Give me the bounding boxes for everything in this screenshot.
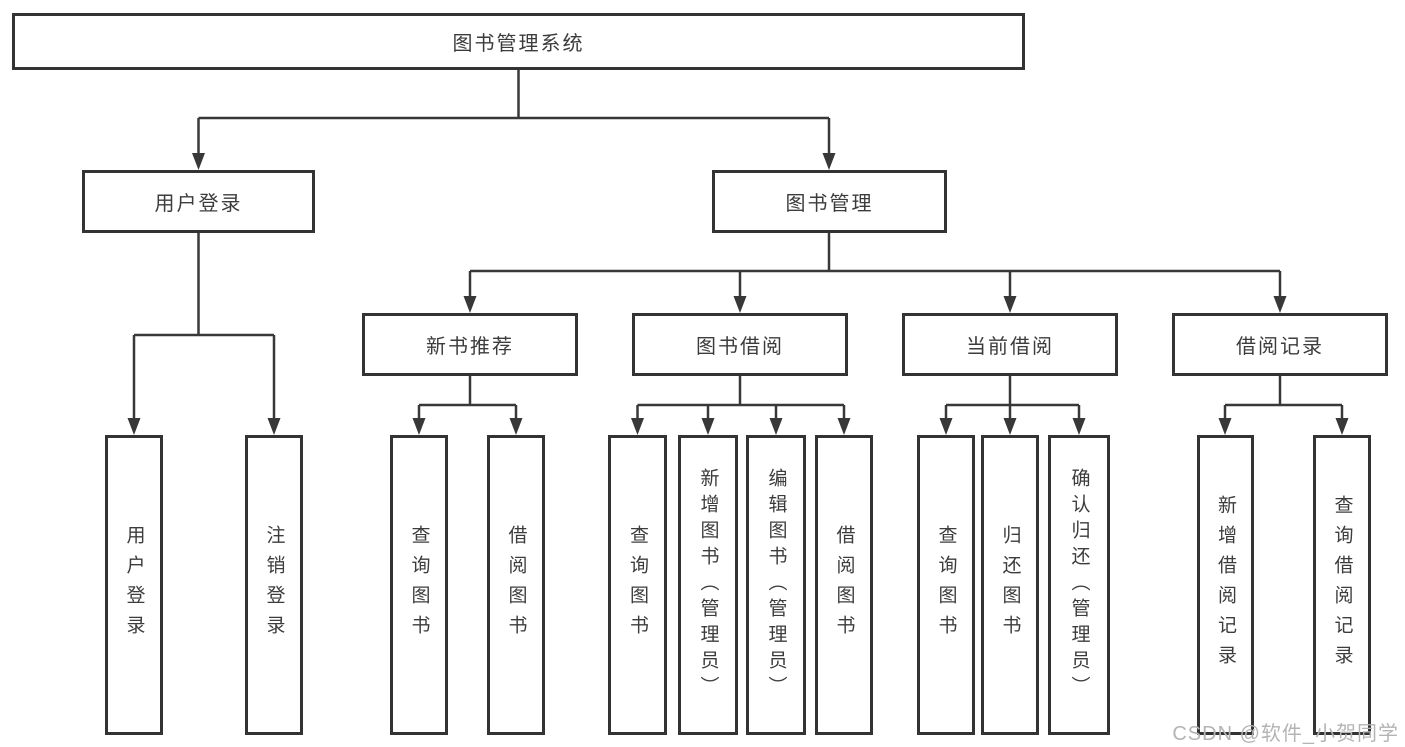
leaf-borrow-books-2-label: 借阅图书 [833, 525, 855, 645]
node-root: 图书管理系统 [12, 13, 1025, 70]
leaf-borrow-books-1-label: 借阅图书 [505, 525, 527, 645]
node-book-management-label: 图书管理 [785, 193, 874, 215]
leaf-logout-label: 注销登录 [263, 525, 285, 645]
leaf-query-borrow-record: 查询借阅记录 [1313, 435, 1371, 735]
leaf-logout: 注销登录 [245, 435, 303, 735]
leaf-query-books-3-label: 查询图书 [935, 525, 957, 645]
leaf-add-borrow-record-label: 新增借阅记录 [1215, 495, 1236, 675]
leaf-confirm-return-admin-label: 确认归还（管理员） [1068, 468, 1090, 702]
leaf-add-books-admin: 新增图书（管理员） [678, 435, 738, 735]
leaf-query-books-2-label: 查询图书 [627, 525, 648, 645]
leaf-query-books-1: 查询图书 [390, 435, 448, 735]
node-user-login-label: 用户登录 [154, 193, 243, 215]
node-current-borrow-label: 当前借阅 [966, 336, 1054, 358]
node-borrow-records: 借阅记录 [1172, 313, 1388, 376]
node-current-borrow: 当前借阅 [902, 313, 1118, 376]
leaf-user-login-label: 用户登录 [123, 525, 145, 645]
leaf-borrow-books-1: 借阅图书 [487, 435, 545, 735]
csdn-watermark: CSDN @软件_小贺同学 [1172, 723, 1399, 745]
leaf-add-borrow-record: 新增借阅记录 [1197, 435, 1254, 735]
leaf-add-books-admin-label: 新增图书（管理员） [697, 468, 719, 702]
leaf-borrow-books-2: 借阅图书 [815, 435, 873, 735]
leaf-user-login: 用户登录 [105, 435, 163, 735]
leaf-return-books-label: 归还图书 [999, 525, 1021, 645]
leaf-query-borrow-record-label: 查询借阅记录 [1331, 495, 1353, 675]
node-book-management: 图书管理 [712, 170, 947, 233]
node-book-borrow-label: 图书借阅 [696, 336, 784, 358]
node-new-book-recommend-label: 新书推荐 [426, 336, 514, 358]
node-new-book-recommend: 新书推荐 [362, 313, 578, 376]
leaf-query-books-1-label: 查询图书 [408, 525, 430, 645]
node-borrow-records-label: 借阅记录 [1236, 336, 1324, 358]
leaf-edit-books-admin-label: 编辑图书（管理员） [765, 468, 787, 702]
leaf-edit-books-admin: 编辑图书（管理员） [746, 435, 806, 735]
node-user-login: 用户登录 [82, 170, 315, 233]
node-book-borrow: 图书借阅 [632, 313, 848, 376]
node-root-label: 图书管理系统 [452, 33, 585, 55]
arrow-down-icons [127, 153, 1349, 435]
leaf-return-books: 归还图书 [981, 435, 1039, 735]
leaf-query-books-2: 查询图书 [608, 435, 667, 735]
leaf-confirm-return-admin: 确认归还（管理员） [1048, 435, 1110, 735]
leaf-query-books-3: 查询图书 [917, 435, 975, 735]
